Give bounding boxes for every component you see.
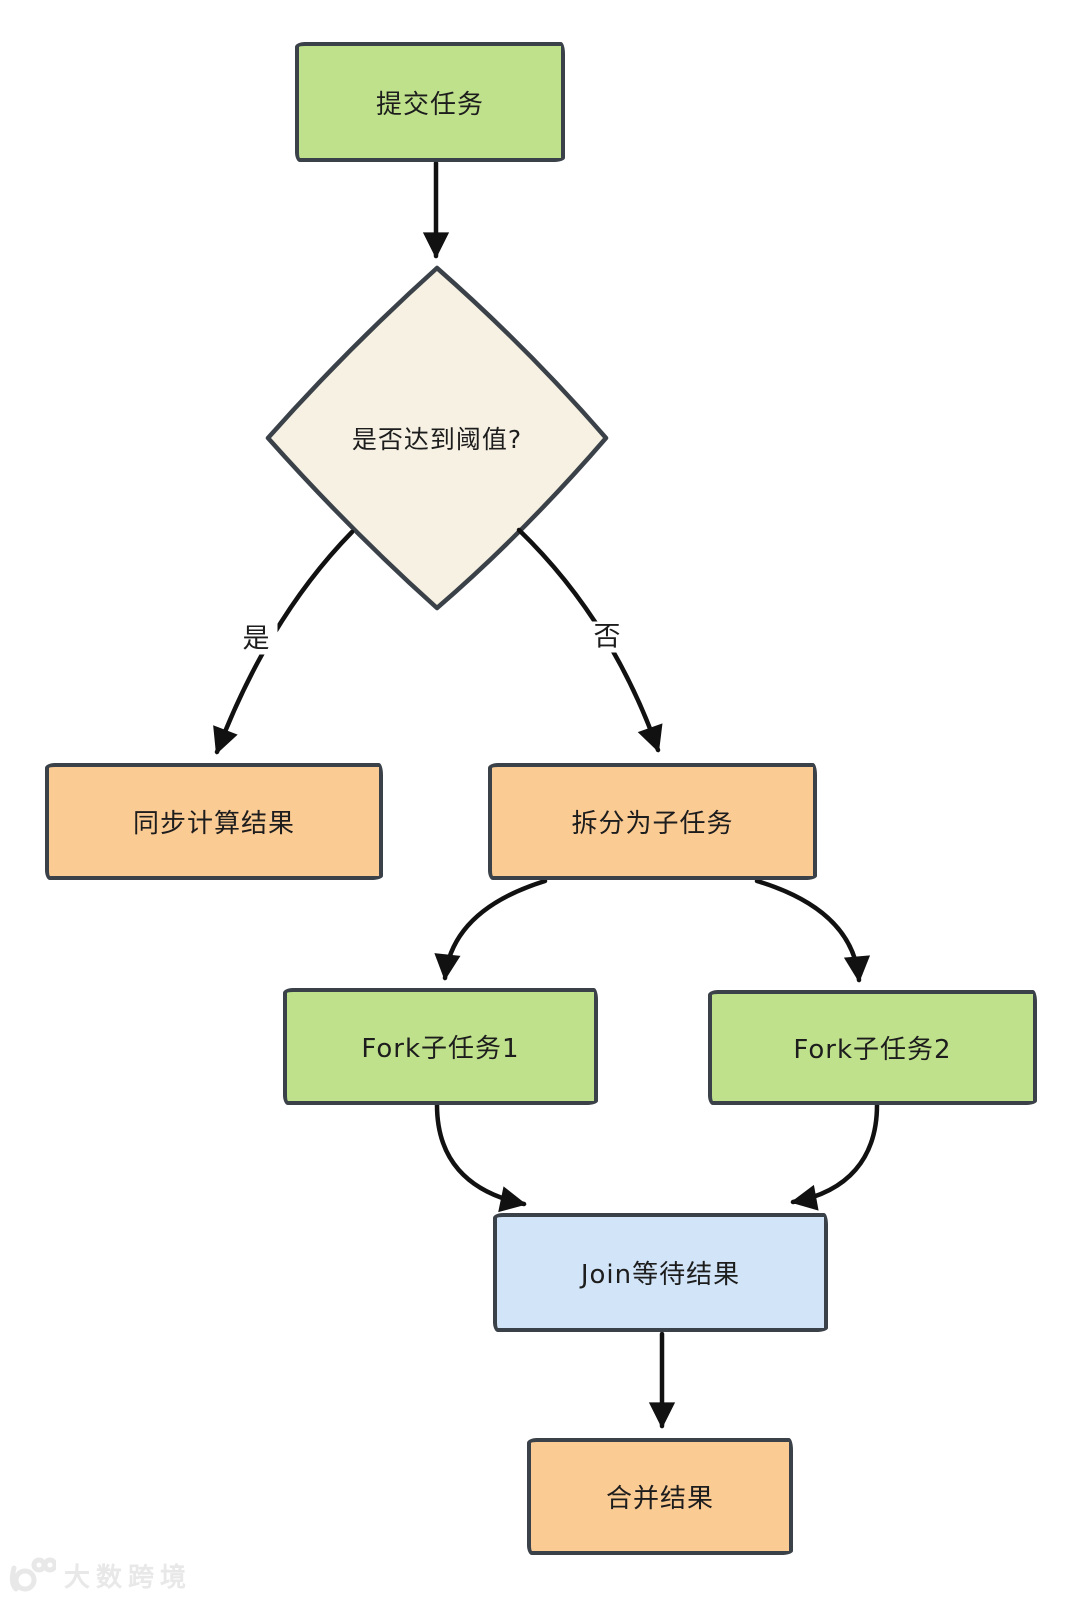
arrow-fork1-to-join bbox=[434, 1102, 527, 1213]
arrow-fork2-to-join bbox=[790, 1102, 880, 1211]
node-sync-compute-result-label: 同步计算结果 bbox=[132, 809, 295, 839]
node-fork-subtask-1-label: Fork子任务1 bbox=[361, 1034, 520, 1064]
node-join-wait-result: Join等待结果 bbox=[493, 1213, 828, 1332]
node-fork-subtask-2: Fork子任务2 bbox=[708, 990, 1037, 1105]
node-submit-task-label: 提交任务 bbox=[375, 89, 484, 120]
brand-name: 大数跨境 bbox=[64, 1562, 193, 1593]
node-join-wait-result-label: Join等待结果 bbox=[580, 1260, 741, 1290]
node-submit-task: 提交任务 bbox=[295, 42, 565, 162]
node-split-into-subtasks: 拆分为子任务 bbox=[488, 763, 817, 880]
watermark: 大数跨境 bbox=[8, 1556, 192, 1594]
node-split-into-subtasks-label: 拆分为子任务 bbox=[571, 809, 734, 839]
node-merge-result-label: 合并结果 bbox=[605, 1484, 714, 1514]
node-fork-subtask-1: Fork子任务1 bbox=[283, 988, 598, 1105]
decision-diamond-shape bbox=[265, 265, 609, 611]
edge-label-yes: 是 bbox=[234, 623, 278, 655]
edge-label-no: 否 bbox=[585, 621, 629, 653]
brand-logo-icon bbox=[9, 1557, 56, 1592]
node-decision-label: 是否达到阈值? bbox=[351, 425, 523, 454]
node-merge-result: 合并结果 bbox=[527, 1438, 793, 1555]
arrow-split-to-fork1 bbox=[434, 878, 548, 981]
node-sync-compute-result: 同步计算结果 bbox=[45, 763, 383, 880]
arrow-split-to-fork2 bbox=[754, 878, 871, 983]
node-fork-subtask-2-label: Fork子任务2 bbox=[793, 1035, 952, 1065]
